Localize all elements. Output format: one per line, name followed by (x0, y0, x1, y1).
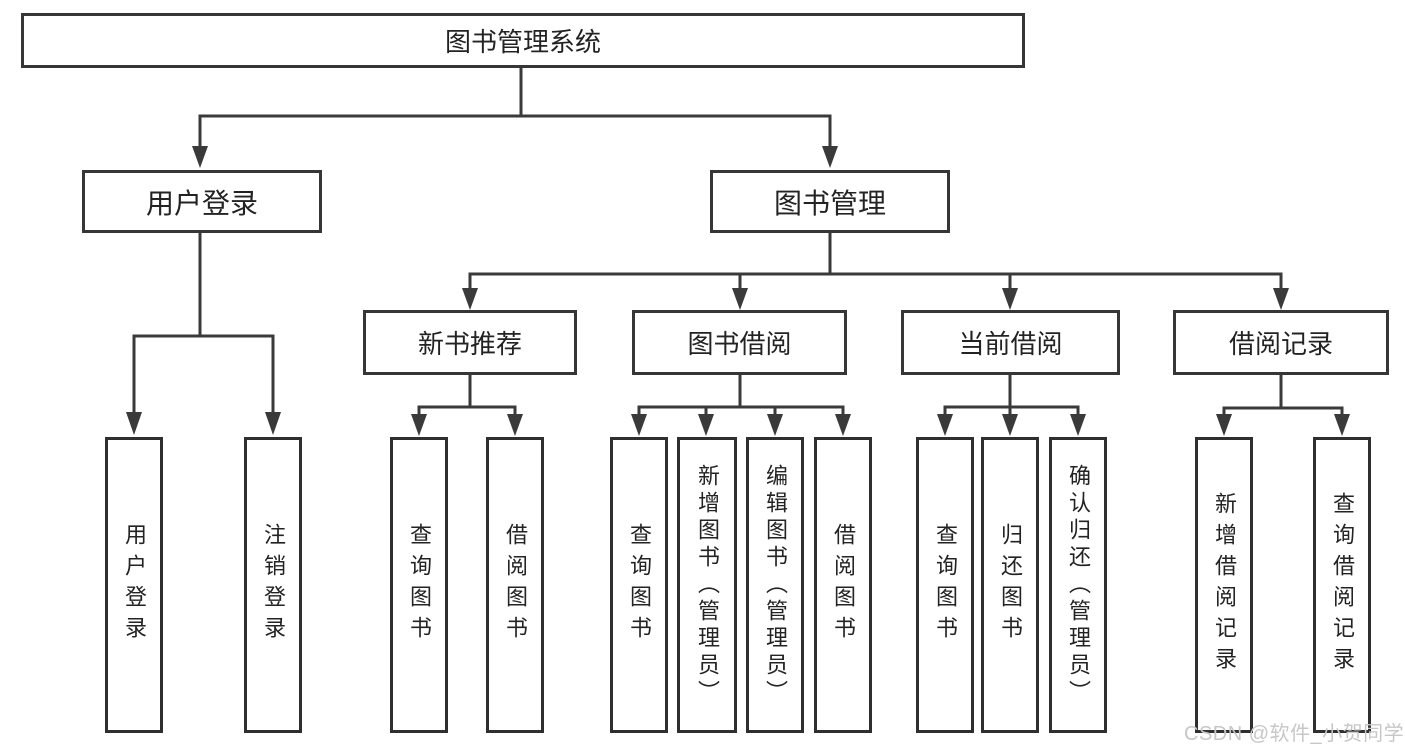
leaf-borrow-book: 借阅图书 (814, 437, 872, 733)
leaf-edit-book-admin: 编辑图书（管理员） (746, 437, 804, 733)
leaf-logout: 注销登录 (244, 437, 302, 733)
node-book-management: 图书管理 (710, 170, 950, 233)
node-book-borrow: 图书借阅 (632, 310, 847, 375)
node-current-borrow: 当前借阅 (901, 310, 1120, 375)
leaf-add-borrow-record: 新增借阅记录 (1195, 437, 1253, 733)
node-root-library-system: 图书管理系统 (21, 13, 1025, 68)
leaf-add-book-admin: 新增图书（管理员） (677, 437, 737, 733)
leaf-query-book-borrow: 查询图书 (610, 437, 668, 733)
node-borrow-records: 借阅记录 (1173, 310, 1389, 375)
leaf-return-book: 归还图书 (981, 437, 1039, 733)
leaf-query-borrow-record: 查询借阅记录 (1313, 437, 1371, 733)
leaf-confirm-return-admin: 确认归还（管理员） (1049, 437, 1107, 733)
node-new-book-recommend: 新书推荐 (363, 310, 577, 375)
leaf-user-login: 用户登录 (105, 437, 163, 733)
arrowheads (126, 146, 1350, 436)
leaf-query-book-current: 查询图书 (916, 437, 974, 733)
node-user-login: 用户登录 (82, 170, 322, 233)
leaf-query-book-recommend: 查询图书 (390, 437, 448, 733)
leaf-borrow-book-recommend: 借阅图书 (486, 437, 544, 733)
csdn-watermark: CSDN @软件_小贺同学 (1184, 723, 1405, 745)
